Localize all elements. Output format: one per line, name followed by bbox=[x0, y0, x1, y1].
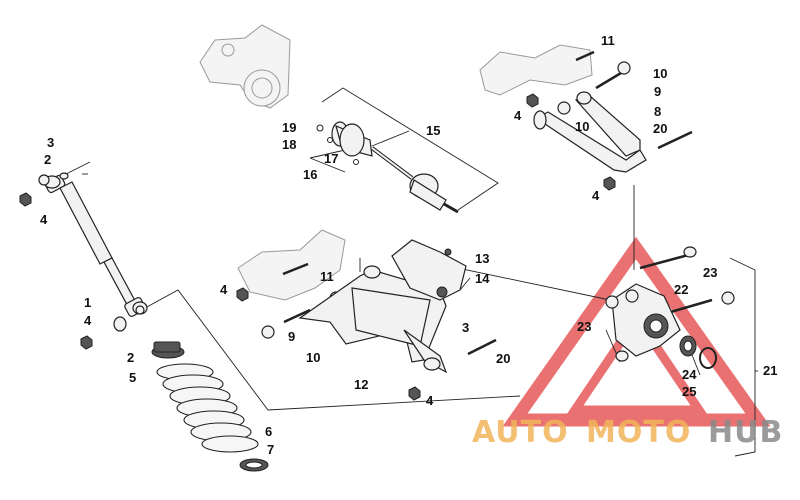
callout-7: 7 bbox=[267, 442, 275, 457]
shock-bolt-top-icon bbox=[38, 161, 91, 186]
callout-1: 1 bbox=[84, 295, 92, 310]
callout-4: 4 bbox=[220, 282, 228, 297]
callout-3: 3 bbox=[47, 135, 55, 150]
callout-9: 9 bbox=[654, 84, 662, 99]
callout-3: 3 bbox=[462, 320, 470, 335]
callout-23: 23 bbox=[703, 265, 718, 280]
callout-4: 4 bbox=[426, 393, 434, 408]
callout-11: 11 bbox=[320, 269, 334, 284]
callout-22: 22 bbox=[674, 282, 689, 297]
callout-5: 5 bbox=[129, 370, 137, 385]
callout-10: 10 bbox=[306, 350, 321, 365]
callout-10: 10 bbox=[575, 119, 590, 134]
callout-15: 15 bbox=[426, 123, 441, 138]
callout-8: 8 bbox=[654, 104, 662, 119]
callout-21: 21 bbox=[763, 363, 778, 378]
bearing-icon bbox=[679, 335, 697, 357]
frame-sketch-top bbox=[199, 24, 291, 109]
frame-sketch-right bbox=[479, 44, 593, 96]
callout-9: 9 bbox=[288, 329, 296, 344]
spring-seat-icon bbox=[151, 341, 185, 359]
callout-14: 14 bbox=[475, 271, 490, 286]
callout-18: 18 bbox=[282, 137, 297, 152]
watermark-moto: MOTO bbox=[586, 415, 692, 450]
callout-23: 23 bbox=[577, 319, 592, 334]
bracket-icon bbox=[391, 239, 467, 301]
callout-2: 2 bbox=[127, 350, 135, 365]
callout-24: 24 bbox=[682, 367, 697, 382]
callout-6: 6 bbox=[265, 424, 273, 439]
callout-4: 4 bbox=[40, 212, 48, 227]
knuckle-icon bbox=[605, 246, 735, 362]
snap-ring-icon bbox=[699, 347, 717, 369]
callout-17: 17 bbox=[324, 151, 339, 166]
callout-4: 4 bbox=[514, 108, 522, 123]
lower-a-arm-icon bbox=[298, 265, 448, 374]
callout-11: 11 bbox=[601, 33, 615, 48]
callout-25: 25 bbox=[682, 384, 697, 399]
watermark-hub: HUB bbox=[708, 415, 784, 450]
callout-13: 13 bbox=[475, 251, 490, 266]
callout-2: 2 bbox=[44, 152, 52, 167]
a-arm-icon bbox=[533, 91, 647, 173]
coil-spring-icon bbox=[156, 363, 259, 453]
spring-retainer-icon bbox=[239, 458, 269, 472]
shock-absorber-icon bbox=[43, 174, 148, 317]
callout-10: 10 bbox=[653, 66, 668, 81]
callout-16: 16 bbox=[303, 167, 318, 182]
callout-12: 12 bbox=[354, 377, 369, 392]
callout-4: 4 bbox=[84, 313, 92, 328]
watermark-auto: AUTO bbox=[472, 415, 569, 450]
callout-20: 20 bbox=[653, 121, 668, 136]
callout-4: 4 bbox=[592, 188, 600, 203]
watermark-logo: AUTO MOTO HUB bbox=[472, 415, 800, 455]
bushing-icon bbox=[113, 305, 145, 332]
watermark-triangle bbox=[502, 236, 771, 427]
callout-19: 19 bbox=[282, 120, 297, 135]
washer-icon bbox=[316, 124, 359, 165]
frame-sketch-middle bbox=[237, 229, 346, 301]
nut-icon bbox=[19, 93, 616, 401]
callout-20: 20 bbox=[496, 351, 511, 366]
drive-axle-icon bbox=[331, 121, 459, 214]
